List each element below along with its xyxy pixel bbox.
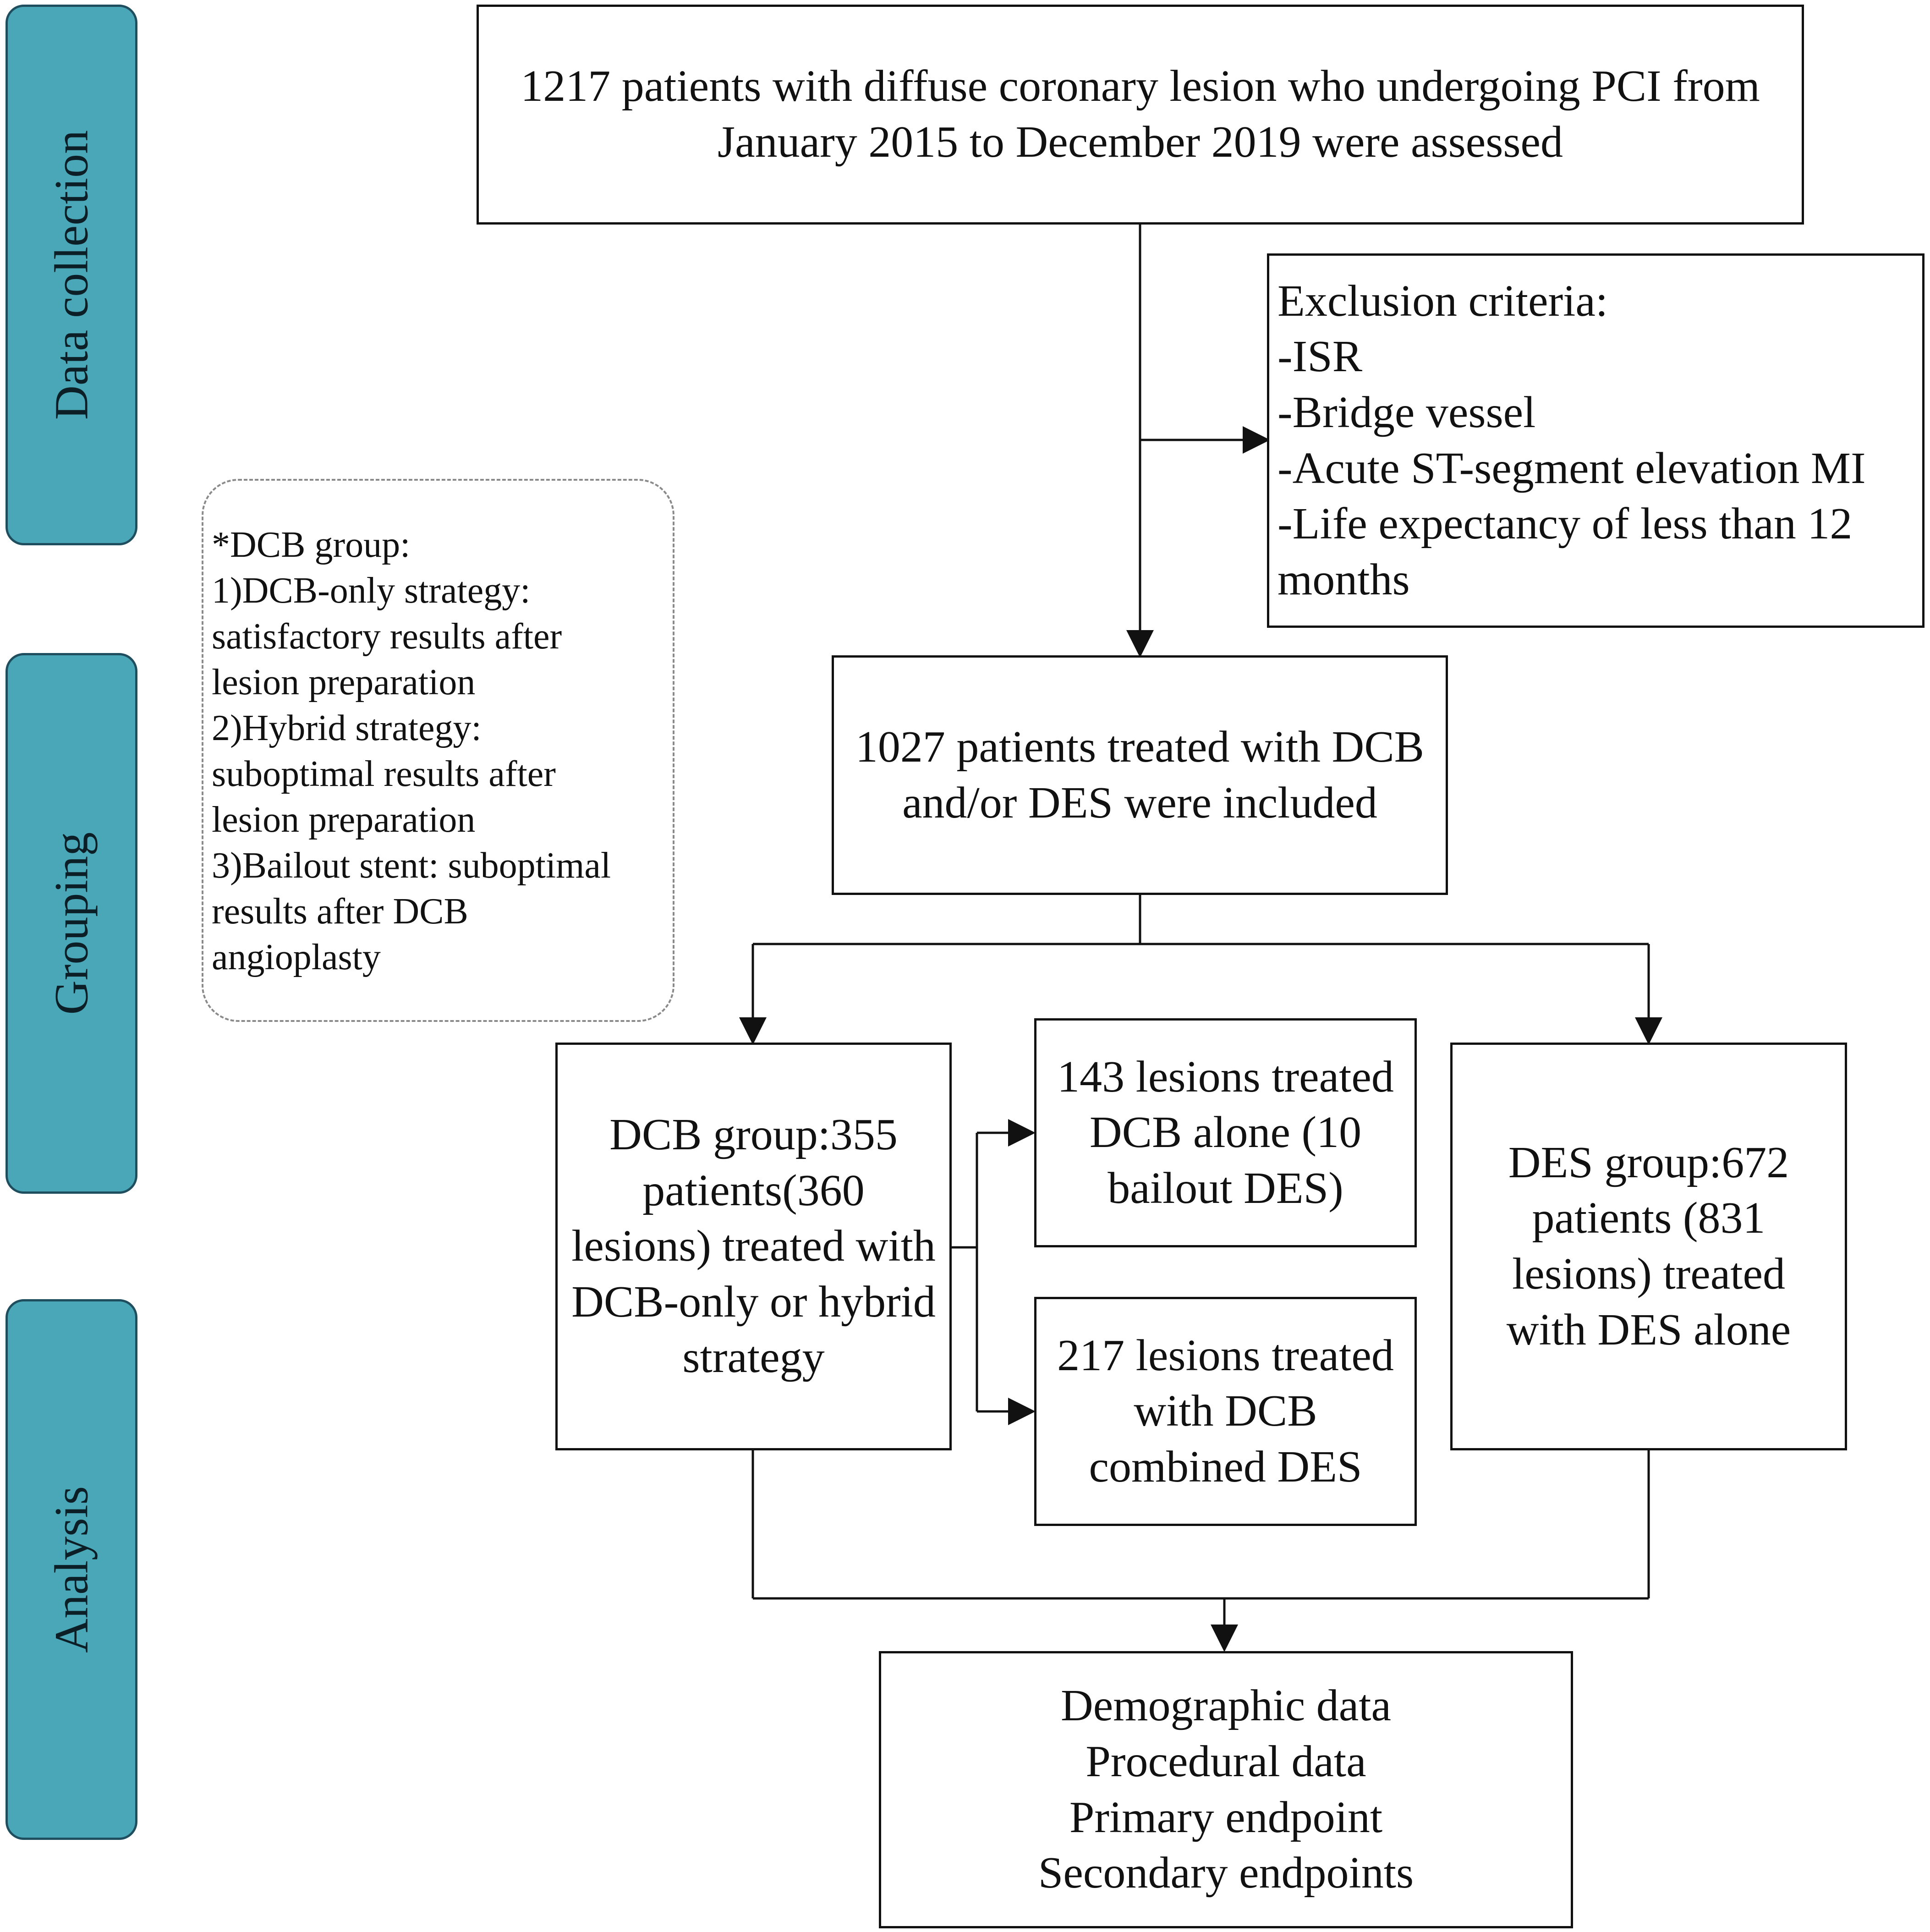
- dcb-group-line-4: DCB-only or hybrid: [571, 1277, 936, 1327]
- note-line-8: 3)Bailout stent: suboptimal: [212, 845, 611, 886]
- dcb-combined-line-3: combined DES: [1089, 1442, 1362, 1492]
- dcb-alone-line-3: bailout DES): [1108, 1163, 1343, 1213]
- des-group-line-2: patients (831: [1532, 1193, 1766, 1243]
- outcome-secondary-endpoints: Secondary endpoints: [1038, 1848, 1414, 1898]
- note-line-3: satisfactory results after: [212, 616, 562, 657]
- included-box: 1027 patients treated with DCB and/or DE…: [832, 655, 1448, 895]
- dcb-alone-box: 143 lesions treated DCB alone (10 bailou…: [1034, 1018, 1417, 1247]
- dcb-combined-line-1: 217 lesions treated: [1057, 1330, 1394, 1380]
- included-line-1: 1027 patients treated with DCB: [855, 722, 1425, 772]
- note-line-6: suboptimal results after: [212, 754, 556, 794]
- dcb-combined-line-2: with DCB: [1134, 1386, 1317, 1436]
- note-line-2: 1)DCB-only strategy:: [212, 571, 531, 611]
- dcb-group-line-2: patients(360: [642, 1165, 865, 1215]
- dcb-group-line-1: DCB group:355: [609, 1110, 898, 1160]
- note-line-4: lesion preparation: [212, 662, 476, 703]
- des-group-box: DES group:672 patients (831 lesions) tre…: [1450, 1043, 1847, 1450]
- assessed-box: 1217 patients with diffuse coronary lesi…: [477, 5, 1804, 225]
- dcb-group-line-3: lesions) treated with: [571, 1221, 936, 1271]
- outcomes-box: Demographic data Procedural data Primary…: [879, 1651, 1573, 1928]
- exclusion-item-life-expectancy: -Life expectancy of less than 12: [1278, 499, 1853, 549]
- note-line-5: 2)Hybrid strategy:: [212, 708, 482, 748]
- dcb-group-box: DCB group:355 patients(360 lesions) trea…: [555, 1043, 952, 1450]
- dcb-group-line-5: strategy: [682, 1333, 825, 1383]
- exclusion-item-stemi: -Acute ST-segment elevation MI: [1278, 443, 1866, 493]
- dcb-group-definition-note: *DCB group: 1)DCB-only strategy: satisfa…: [202, 479, 674, 1022]
- exclusion-criteria-box: Exclusion criteria: -ISR -Bridge vessel …: [1267, 253, 1925, 628]
- stage-grouping: Grouping: [5, 653, 137, 1194]
- assessed-line-2: January 2015 to December 2019 were asses…: [717, 117, 1563, 167]
- exclusion-item-life-expectancy-cont: months: [1278, 554, 1410, 604]
- stage-label-data-collection: Data collection: [45, 130, 98, 420]
- stage-data-collection: Data collection: [5, 5, 137, 545]
- outcome-procedural-data: Procedural data: [1086, 1736, 1366, 1786]
- des-group-line-3: lesions) treated: [1512, 1249, 1785, 1299]
- stage-analysis: Analysis: [5, 1299, 137, 1840]
- included-line-2: and/or DES were included: [902, 778, 1377, 828]
- des-group-line-1: DES group:672: [1508, 1137, 1789, 1187]
- des-group-line-4: with DES alone: [1506, 1305, 1791, 1355]
- stage-label-grouping: Grouping: [45, 832, 98, 1015]
- assessed-line-1: 1217 patients with diffuse coronary lesi…: [521, 61, 1760, 111]
- exclusion-item-bridge-vessel: -Bridge vessel: [1278, 387, 1536, 437]
- outcome-primary-endpoint: Primary endpoint: [1069, 1792, 1383, 1842]
- note-line-10: angioplasty: [212, 937, 381, 977]
- dcb-alone-line-2: DCB alone (10: [1089, 1108, 1362, 1158]
- exclusion-title: Exclusion criteria:: [1278, 276, 1608, 326]
- note-line-1: *DCB group:: [212, 525, 411, 565]
- dcb-combined-box: 217 lesions treated with DCB combined DE…: [1034, 1297, 1417, 1526]
- note-line-9: results after DCB: [212, 891, 468, 932]
- stage-label-analysis: Analysis: [45, 1486, 98, 1653]
- exclusion-item-isr: -ISR: [1278, 332, 1363, 382]
- dcb-alone-line-1: 143 lesions treated: [1057, 1052, 1394, 1102]
- outcome-demographic-data: Demographic data: [1060, 1681, 1392, 1731]
- note-line-7: lesion preparation: [212, 800, 476, 840]
